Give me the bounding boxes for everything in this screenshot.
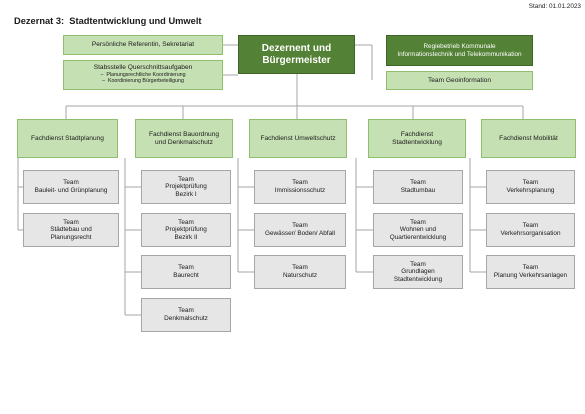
stabsstelle-item: – Koordinierung Bürgerbeteiligung — [102, 78, 184, 85]
team-box: Team Baurecht — [141, 255, 231, 289]
team-box: Team Verkehrsorganisation — [486, 213, 575, 247]
dept-mobilitaet: Fachdienst Mobilität — [481, 119, 576, 158]
referentin-box: Persönliche Referentin, Sekretariat — [63, 35, 223, 55]
team-box: Team Bauleit- und Grünplanung — [23, 170, 119, 204]
page-title: Dezernat 3: Stadtentwicklung und Umwelt — [14, 16, 202, 26]
team-box: Team Verkehrsplanung — [486, 170, 575, 204]
dept-stadtentwicklung: Fachdienst Stadtentwicklung — [368, 119, 466, 158]
team-box: Team Wohnen und Quartierentwicklung — [373, 213, 463, 247]
team-box: Team Planung Verkehrsanlagen — [486, 255, 575, 289]
stabsstelle-title: Stabsstelle Querschnittsaufgaben — [93, 64, 193, 71]
team-box: Team Städtebau und Planungsrecht — [23, 213, 119, 247]
stabsstelle-item: – Planungsrechtliche Koordinierung — [100, 72, 186, 78]
team-box: Team Immissionsschutz — [254, 170, 346, 204]
team-box: Team Gewässer/ Boden/ Abfall — [254, 213, 346, 247]
geoinformation-box: Team Geoinformation — [386, 71, 533, 90]
team-box: Team Stadtumbau — [373, 170, 463, 204]
stabsstelle-box: Stabsstelle Querschnittsaufgaben – Planu… — [63, 60, 223, 90]
team-box: Team Projektprüfung Bezirk I — [141, 170, 231, 204]
dept-stadtplanung: Fachdienst Stadtplanung — [17, 119, 118, 158]
dezernent-box: Dezernent und Bürgermeister — [238, 35, 355, 74]
dept-bauordnung: Fachdienst Bauordnung und Denkmalschutz — [135, 119, 233, 158]
team-box: Team Denkmalschutz — [141, 298, 231, 332]
stand-date: Stand: 01.01.2023 — [528, 3, 581, 10]
dept-umweltschutz: Fachdienst Umweltschutz — [249, 119, 347, 158]
regiebetrieb-box: Regiebetrieb Kommunale Informationstechn… — [386, 35, 533, 66]
team-box: Team Projektprüfung Bezirk II — [141, 213, 231, 247]
team-box: Team Naturschutz — [254, 255, 346, 289]
team-box: Team Grundlagen Stadtentwicklung — [373, 255, 463, 289]
